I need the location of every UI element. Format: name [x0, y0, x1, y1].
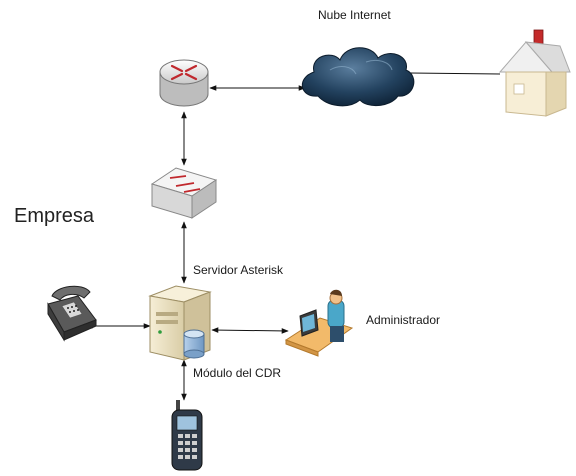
cdr-module-label: Módulo del CDR: [193, 366, 282, 380]
company-label: Empresa: [14, 205, 95, 227]
link-server-admin: [211, 327, 289, 334]
house-icon: [498, 29, 571, 117]
switch-icon: [150, 167, 218, 219]
internet-cloud-label: Nube Internet: [318, 8, 391, 22]
desk-phone-icon: [47, 285, 97, 342]
connections: [85, 72, 501, 401]
admin-workstation-icon: [284, 289, 354, 357]
admin-label: Administrador: [366, 313, 441, 327]
mobile-phone-icon: [171, 400, 203, 471]
cloud-icon: [302, 47, 415, 107]
database-icon: [183, 329, 205, 359]
server-label: Servidor Asterisk: [193, 263, 284, 277]
router-icon: [159, 59, 209, 107]
link-cloud-home: [409, 72, 501, 75]
